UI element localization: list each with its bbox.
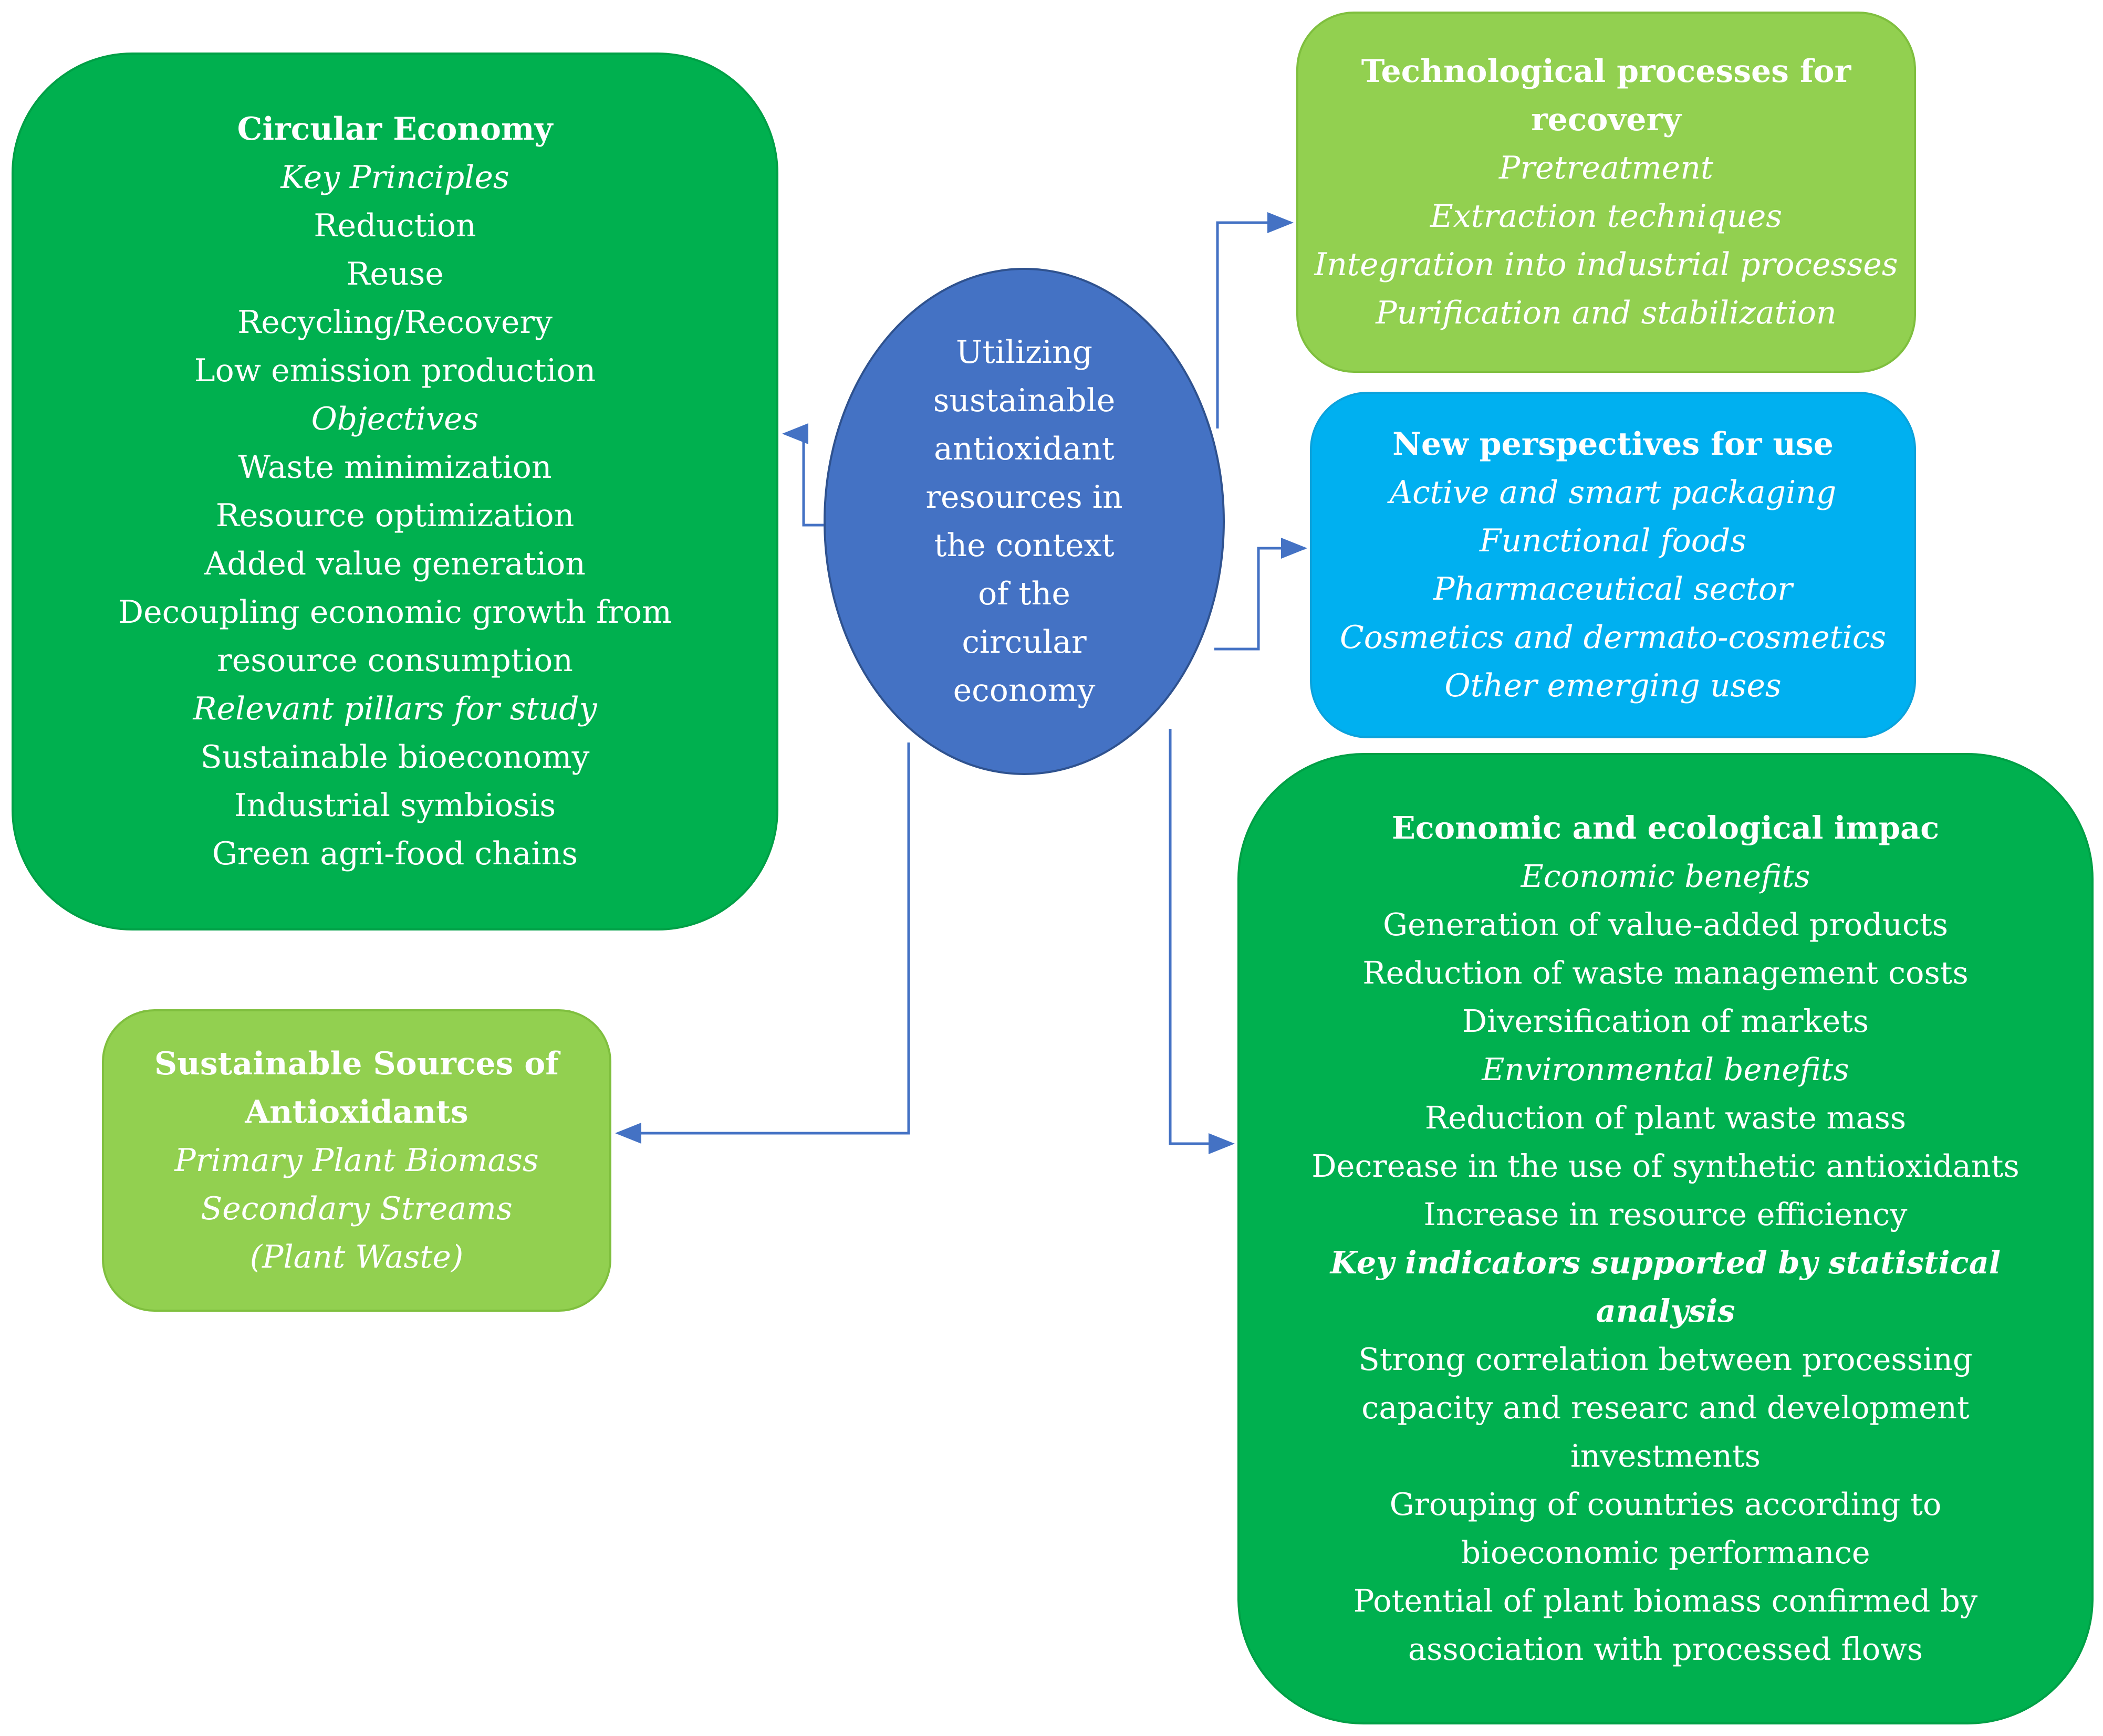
box-title: Sustainable Sources of Antioxidants (154, 1045, 559, 1131)
list-item: Purification and stabilization (1376, 295, 1837, 331)
list-item: Functional foods (1479, 522, 1747, 559)
box-title: Circular Economy (237, 111, 553, 148)
list-item: Waste minimization (238, 449, 552, 486)
list-item: Generation of value-added products (1383, 906, 1948, 943)
list-item: Reuse (346, 256, 444, 292)
list-item: Decrease in the use of synthetic antioxi… (1311, 1148, 2019, 1184)
arrow-to-technological (1216, 212, 1294, 428)
list-item: Other emerging uses (1444, 667, 1782, 704)
box-title: New perspectives for use (1392, 426, 1834, 463)
arrow-to-sources (615, 742, 910, 1144)
technological-processes-box: Technological processes for recovery Pre… (1296, 12, 1916, 373)
list-item: Grouping of countries according to bioec… (1389, 1486, 1942, 1571)
list-item: Potential of plant biomass confirmed by … (1353, 1583, 1978, 1667)
list-item: Diversification of markets (1462, 1003, 1869, 1039)
list-item: Secondary Streams (Plant Waste) (201, 1190, 513, 1275)
new-perspectives-box: New perspectives for use Active and smar… (1310, 392, 1916, 738)
section-label: Relevant pillars for study (193, 691, 597, 727)
list-item: Integration into industrial processes (1314, 246, 1898, 283)
list-item: Reduction (314, 207, 476, 244)
circular-economy-box: Circular Economy Key Principles Reductio… (12, 53, 778, 930)
box-title: Economic and ecological impac (1391, 810, 1940, 846)
list-item: Sustainable bioeconomy (200, 739, 590, 776)
box-title: Technological processes for recovery (1361, 53, 1851, 138)
list-item: Resource optimization (215, 497, 575, 534)
list-item: Primary Plant Biomass (174, 1142, 539, 1179)
list-item: Reduction of plant waste mass (1424, 1100, 1907, 1136)
list-item: Cosmetics and dermato-cosmetics (1339, 619, 1887, 656)
section-label: Objectives (311, 401, 479, 437)
list-item: Pharmaceutical sector (1433, 571, 1793, 608)
section-label: Key Principles (280, 159, 509, 196)
list-item: Industrial symbiosis (234, 787, 556, 824)
list-item: Extraction techniques (1430, 198, 1782, 235)
list-item: Pretreatment (1499, 150, 1713, 186)
arrow-to-circular-economy (782, 423, 824, 527)
arrow-to-new-perspectives (1214, 538, 1307, 651)
section-label: Key indicators supported by statistical … (1330, 1245, 2001, 1329)
arrow-to-impact (1169, 729, 1235, 1154)
list-item: Increase in resource efficiency (1423, 1196, 1908, 1232)
list-item: Reduction of waste management costs (1362, 955, 1969, 991)
section-label: Environmental benefits (1482, 1051, 1849, 1087)
list-item: Recycling/Recovery (237, 304, 553, 341)
list-item: Low emission production (194, 352, 596, 389)
list-item: Strong correlation between processing ca… (1358, 1341, 1973, 1474)
list-item: Added value generation (204, 546, 586, 582)
list-item: Decoupling economic growth from resource… (118, 594, 672, 679)
central-topic-ellipse: Utilizing sustainable antioxidant resour… (824, 268, 1225, 775)
section-label: Economic benefits (1521, 858, 1810, 894)
list-item: Active and smart packaging (1389, 474, 1837, 511)
sustainable-sources-box: Sustainable Sources of Antioxidants Prim… (102, 1009, 611, 1312)
central-topic-text: Utilizing sustainable antioxidant resour… (925, 334, 1123, 709)
economic-ecological-impact-box: Economic and ecological impac Economic b… (1237, 753, 2094, 1724)
list-item: Green agri-food chains (212, 835, 578, 872)
